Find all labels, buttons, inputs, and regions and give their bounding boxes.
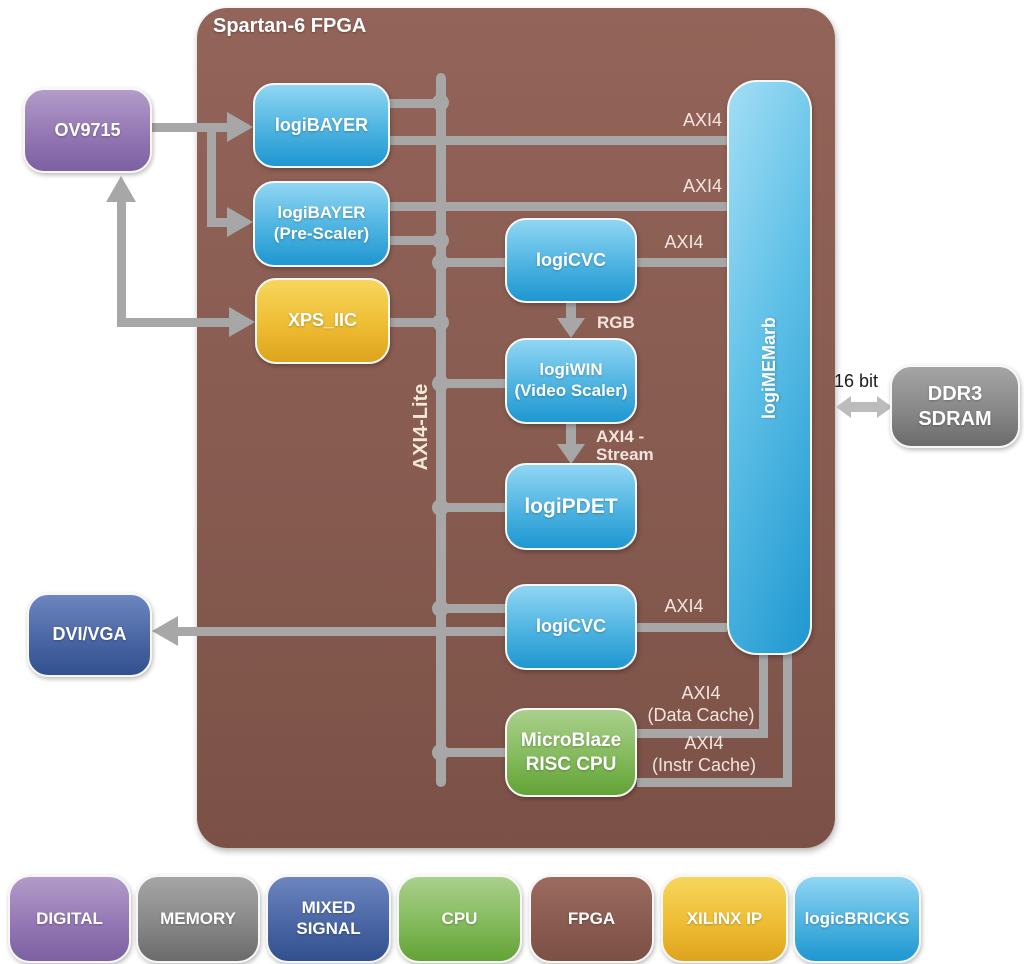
- wire-logicvc-top-ctrl: [436, 258, 506, 267]
- legend-memory: MEMORY: [136, 875, 260, 963]
- wire-ov9715-to-prescaler: [207, 218, 231, 227]
- wire-prescaler-axi4: [390, 202, 727, 211]
- bus-node-logipdet: [432, 499, 449, 516]
- wire-logipdet-ctrl: [436, 503, 506, 512]
- arrowhead-into-dvi-icon: [152, 616, 178, 646]
- wire-logicvc-bottom-ctrl: [436, 604, 506, 613]
- axi4-lite-bus-line: [436, 73, 446, 787]
- label-axi4-logicvc-bottom: AXI4: [664, 596, 704, 616]
- wire-stream-shaft: [566, 424, 576, 446]
- wire-data-cache-vertical: [759, 650, 768, 738]
- fpga-title: Spartan-6 FPGA: [213, 15, 367, 37]
- bus-node-prescaler: [432, 232, 449, 249]
- arrowhead-into-prescaler-icon: [227, 207, 253, 237]
- bus-node-logibayer: [432, 94, 449, 111]
- legend-logicbricks: logicBRICKS: [793, 875, 921, 963]
- wire-instr-cache-vertical: [783, 650, 792, 787]
- arrowhead-into-xpsiic-icon: [229, 307, 255, 337]
- label-axi4-stream: AXI4 - Stream: [596, 427, 654, 464]
- block-logibayer: logiBAYER: [253, 83, 390, 168]
- wire-logicvc-bottom-axi4: [637, 623, 727, 632]
- bus-node-logicvc-top: [432, 254, 449, 271]
- block-microblaze: MicroBlaze RISC CPU: [505, 708, 637, 797]
- wire-microblaze-ctrl: [436, 748, 506, 757]
- ddr3-arrowhead-right-icon: [877, 396, 892, 418]
- legend-cpu: CPU: [397, 875, 522, 963]
- block-ddr3-sdram: DDR3 SDRAM: [890, 365, 1020, 448]
- wire-iic-vertical: [117, 200, 126, 327]
- bus-node-microblaze: [432, 744, 449, 761]
- label-axi4-instr-cache: AXI4 (Instr Cache): [651, 733, 757, 775]
- block-ov9715: OV9715: [23, 88, 152, 173]
- block-logimemarb: logiMEMarb: [727, 80, 812, 655]
- block-dvi-vga: DVI/VGA: [27, 593, 152, 677]
- legend-digital: DIGITAL: [8, 875, 131, 963]
- label-rgb: RGB: [597, 313, 635, 332]
- label-16-bit: 16 bit: [834, 371, 879, 391]
- label-axi4-prescaler: AXI4: [682, 176, 722, 196]
- wire-xpsiic-ctrl: [390, 318, 443, 327]
- block-logibayer-prescaler: logiBAYER (Pre-Scaler): [253, 181, 390, 267]
- label-axi4-logicvc-top: AXI4: [664, 232, 704, 252]
- stream-arrowhead-icon: [557, 444, 585, 464]
- ddr3-arrowhead-left-icon: [836, 396, 851, 418]
- arrowhead-into-ov9715-icon: [106, 176, 136, 202]
- block-logipdet: logiPDET: [505, 463, 637, 550]
- wire-logiwin-ctrl: [436, 379, 506, 388]
- wire-dvi-out: [176, 627, 506, 636]
- wire-rgb-shaft: [566, 303, 576, 320]
- logimemarb-label: logiMEMarb: [758, 316, 779, 419]
- label-axi4-lite-bus: AXI4-Lite: [409, 383, 432, 471]
- wire-logibayer-axi4: [390, 136, 727, 145]
- wire-prescaler-ctrl: [390, 236, 443, 245]
- block-logicvc-top: logiCVC: [505, 218, 637, 303]
- wire-ov9715-to-logibayer: [152, 123, 230, 132]
- legend-fpga: FPGA: [529, 875, 654, 963]
- bus-node-logicvc-bottom: [432, 600, 449, 617]
- label-axi4-data-cache: AXI4 (Data Cache): [647, 683, 755, 725]
- wire-ddr3-shaft: [849, 402, 879, 412]
- wire-ov9715-branch-vertical: [207, 123, 216, 227]
- wire-iic-horizontal: [117, 318, 231, 327]
- block-logiwin: logiWIN (Video Scaler): [505, 338, 637, 424]
- block-xps-iic: XPS_IIC: [255, 278, 390, 364]
- legend-mixed-signal: MIXED SIGNAL: [266, 875, 391, 963]
- label-axi4-logibayer: AXI4: [682, 110, 722, 130]
- wire-instr-cache: [637, 778, 789, 787]
- block-logicvc-bottom: logiCVC: [505, 584, 637, 670]
- wire-data-cache: [637, 729, 764, 738]
- wire-logicvc-top-axi4: [637, 258, 727, 267]
- bus-node-logiwin: [432, 375, 449, 392]
- bus-node-xpsiic: [432, 314, 449, 331]
- legend-xilinx-ip: XILINX IP: [661, 875, 788, 963]
- rgb-arrowhead-icon: [557, 318, 585, 338]
- wire-logibayer-ctrl: [390, 99, 443, 108]
- arrowhead-into-logibayer-icon: [227, 112, 253, 142]
